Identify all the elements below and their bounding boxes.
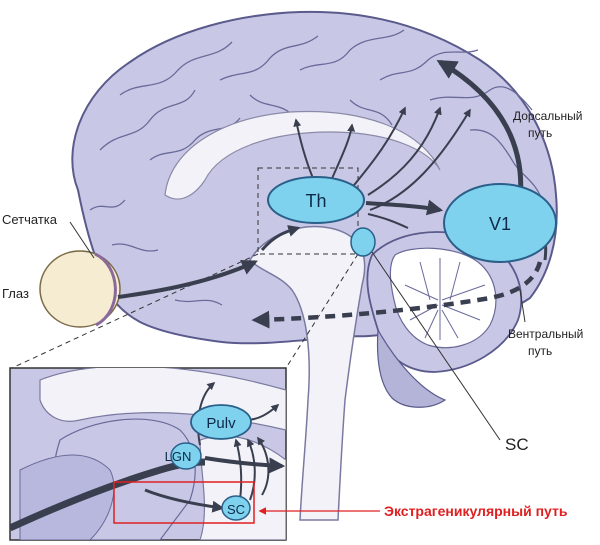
- th-to-v1-arrow: [365, 199, 444, 216]
- inset-panel: Pulv LGN SC: [9, 367, 287, 541]
- dorsal-pathway-arrow: [436, 59, 524, 201]
- svg-text:V1: V1: [489, 214, 511, 234]
- extrageniculate-highlight: [113, 481, 255, 524]
- ventral-label: Вентральный путь: [508, 327, 587, 358]
- optic-tract-arrow: [117, 259, 258, 299]
- v1-node: V1: [443, 183, 557, 263]
- corpus-callosum: [164, 110, 441, 200]
- svg-text:Th: Th: [305, 191, 326, 211]
- svg-text:LGN: LGN: [165, 449, 192, 464]
- sc-inset-node: SC: [221, 495, 251, 521]
- extrageniculate-label: Экстрагеникулярный путь: [384, 503, 568, 519]
- zoom-region: [257, 167, 359, 255]
- eye-label: Глаз: [2, 286, 29, 301]
- eye: [39, 250, 121, 328]
- lgn-node: LGN: [165, 442, 202, 470]
- sc-label: SC: [505, 435, 529, 454]
- ventral-pathway-arrow: [251, 261, 543, 329]
- pulvinar-node: Pulv: [190, 404, 252, 440]
- svg-text:SC: SC: [227, 502, 245, 517]
- brainstem: [249, 225, 366, 521]
- retina-label: Сетчатка: [2, 212, 58, 227]
- dorsal-label: Дорсальный путь: [513, 109, 586, 140]
- thalamus-node: Th: [267, 176, 365, 224]
- svg-text:Pulv: Pulv: [206, 415, 236, 432]
- superior-colliculus-node: [350, 227, 376, 257]
